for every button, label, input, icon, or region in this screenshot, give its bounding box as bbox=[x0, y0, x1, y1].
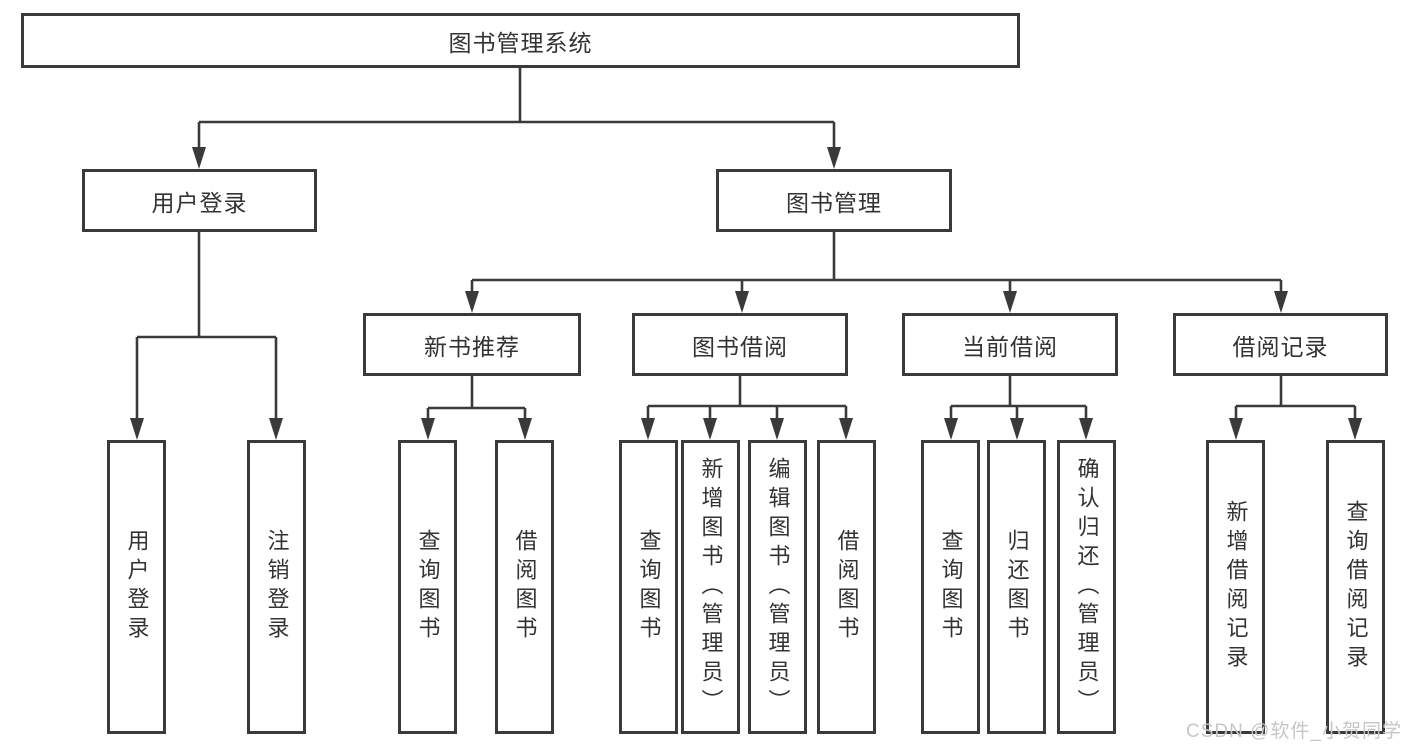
leaf-query-books-current: 查询图书 bbox=[921, 440, 980, 734]
node-book-management: 图书管理 bbox=[716, 169, 952, 232]
leaf-borrow-books: 借阅图书 bbox=[495, 440, 554, 734]
leaf-label: 新增借阅记录 bbox=[1223, 500, 1249, 674]
leaf-label: 借阅图书 bbox=[512, 529, 538, 645]
node-book-borrowing: 图书借阅 bbox=[632, 313, 848, 376]
tree-edges bbox=[135, 68, 1357, 423]
leaf-return-books: 归还图书 bbox=[987, 440, 1046, 734]
leaf-label: 编辑图书（管理员） bbox=[765, 456, 791, 718]
leaf-label: 借阅图书 bbox=[834, 529, 860, 645]
leaf-query-books-borrow: 查询图书 bbox=[619, 440, 678, 734]
leaf-label: 注销登录 bbox=[264, 529, 290, 645]
node-library-management-system: 图书管理系统 bbox=[21, 13, 1020, 68]
node-new-book-recommend: 新书推荐 bbox=[363, 313, 581, 376]
leaf-add-borrow-record: 新增借阅记录 bbox=[1206, 440, 1265, 734]
leaf-user-login: 用户登录 bbox=[107, 440, 166, 734]
leaf-query-books: 查询图书 bbox=[398, 440, 457, 734]
leaf-edit-books-admin: 编辑图书（管理员） bbox=[748, 440, 807, 734]
leaf-label: 查询借阅记录 bbox=[1343, 500, 1369, 674]
leaf-label: 确认归还（管理员） bbox=[1074, 456, 1100, 718]
leaf-query-borrow-record: 查询借阅记录 bbox=[1326, 440, 1385, 734]
arrow-head-icons bbox=[130, 147, 1362, 440]
leaf-label: 查询图书 bbox=[415, 529, 441, 645]
leaf-label: 新增图书（管理员） bbox=[698, 456, 724, 718]
leaf-label: 查询图书 bbox=[938, 529, 964, 645]
leaf-borrow-books-2: 借阅图书 bbox=[817, 440, 876, 734]
leaf-label: 归还图书 bbox=[1004, 529, 1030, 645]
node-current-borrowing: 当前借阅 bbox=[902, 313, 1118, 376]
leaf-label: 查询图书 bbox=[636, 529, 662, 645]
leaf-logout: 注销登录 bbox=[247, 440, 306, 734]
leaf-add-books-admin: 新增图书（管理员） bbox=[681, 440, 740, 734]
node-user-login: 用户登录 bbox=[82, 169, 317, 232]
leaf-confirm-return-admin: 确认归还（管理员） bbox=[1057, 440, 1116, 734]
csdn-watermark: CSDN @软件_小贺同学 bbox=[1186, 721, 1402, 742]
node-borrow-records: 借阅记录 bbox=[1173, 313, 1388, 376]
leaf-label: 用户登录 bbox=[124, 529, 150, 645]
